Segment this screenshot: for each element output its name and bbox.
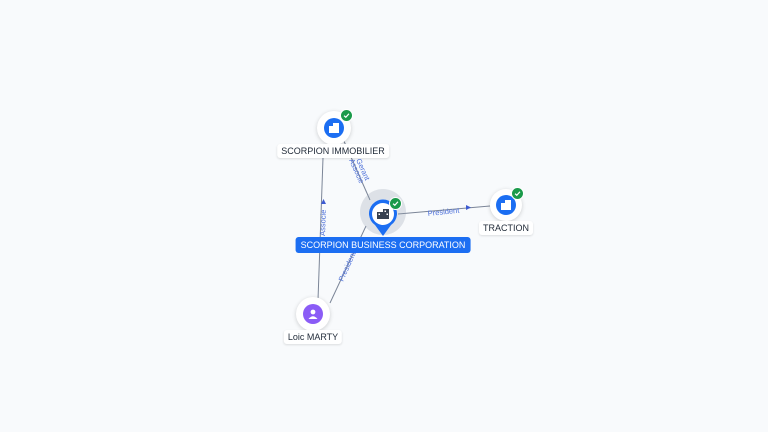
building-icon [496,195,516,215]
node-loic-marty[interactable] [296,297,330,331]
main-node-pin[interactable] [367,198,399,238]
edge-arrow-traction [466,205,471,210]
building-icon [324,118,344,138]
building-icon-main [377,209,389,219]
edge-label-associe-marty: Associe [318,210,328,237]
verified-icon [340,109,353,122]
main-node-label[interactable]: SCORPION BUSINESS CORPORATION [295,237,471,253]
edge-label-president-traction: President [427,206,460,218]
edge-arrow-immobilier [321,199,326,204]
verified-icon-main [389,197,402,210]
person-icon [303,304,323,324]
node-label-traction[interactable]: TRACTION [479,221,533,235]
node-scorpion-immobilier[interactable] [317,109,353,145]
node-label-loic-marty[interactable]: Loic MARTY [283,330,343,344]
edge-label-president-marty: President [337,249,358,282]
edge-marty-immobilier [317,157,324,301]
edge-main-traction [397,205,491,215]
node-traction[interactable] [490,187,524,221]
verified-icon [511,187,524,200]
node-label-scorpion-immobilier[interactable]: SCORPION IMMOBILIER [277,144,389,158]
